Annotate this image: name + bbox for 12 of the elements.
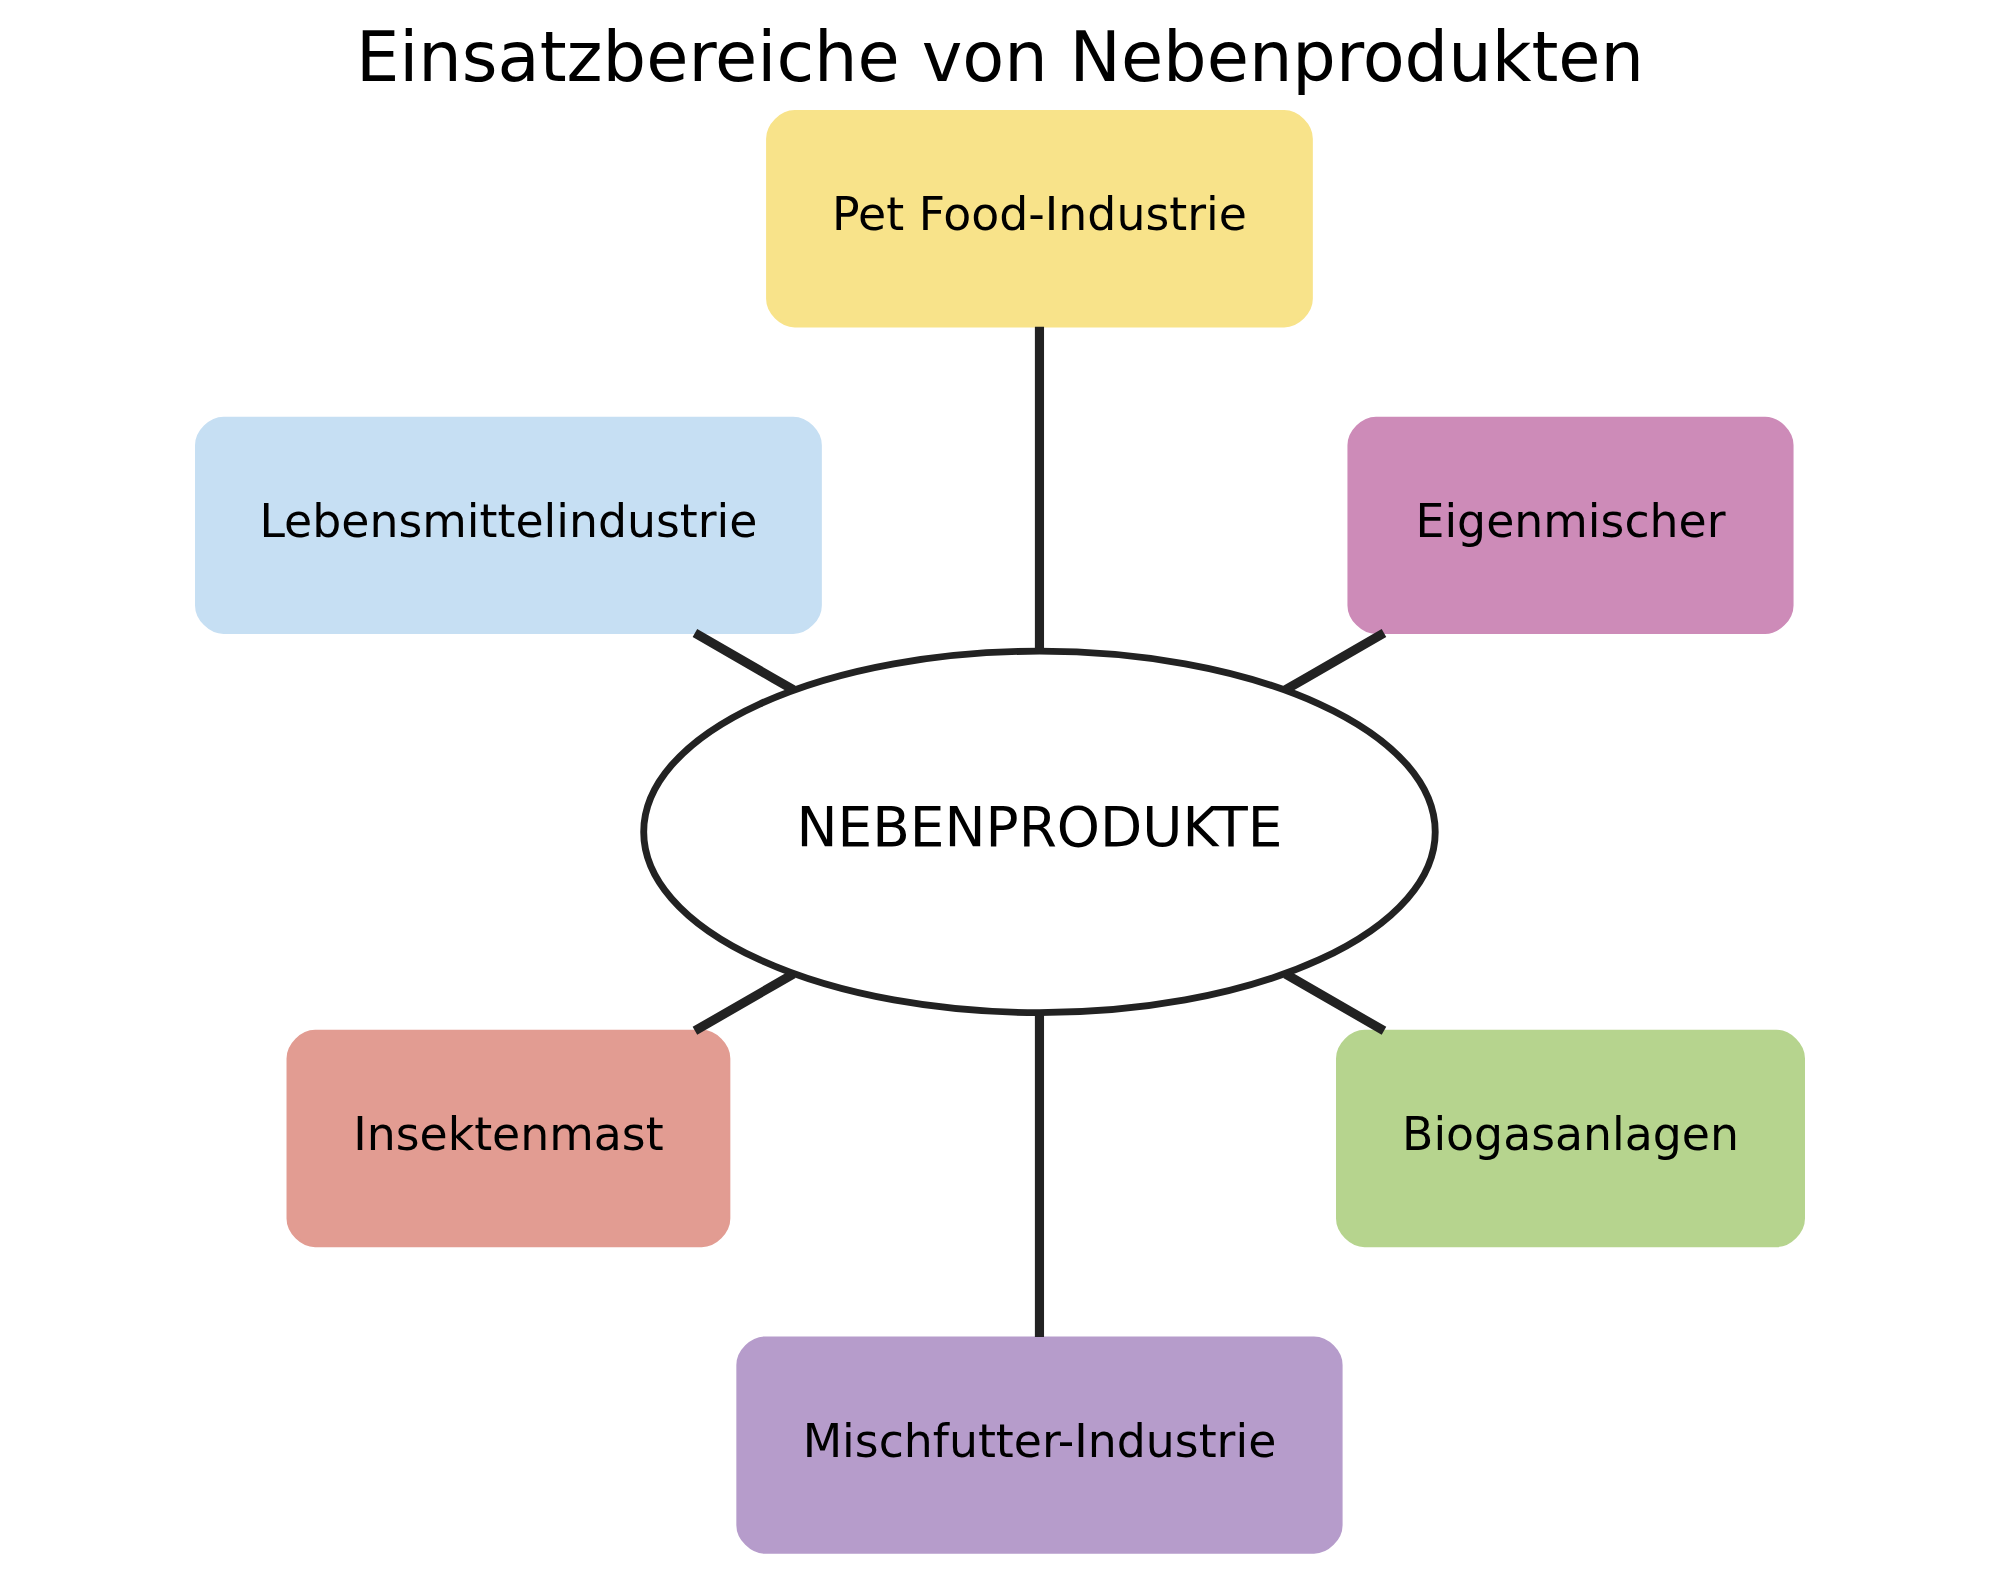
connector (1034, 1013, 1045, 1337)
node-box: Biogasanlagen (1336, 1029, 1805, 1248)
node-box: Mischfutter-Industrie (736, 1336, 1343, 1554)
connector (692, 970, 796, 1035)
node-box: Lebensmittelindustrie (195, 416, 822, 634)
node-ellipse: NEBENPRODUKTE (640, 647, 1439, 1017)
connector (1034, 326, 1045, 651)
diagram-title: Einsatzbereiche von Nebenprodukten (355, 17, 1645, 98)
connector (1283, 970, 1387, 1035)
node-box: Eigenmischer (1347, 416, 1794, 634)
node-box: Pet Food-Industrie (766, 110, 1313, 328)
node-box: Insektenmast (286, 1029, 731, 1248)
